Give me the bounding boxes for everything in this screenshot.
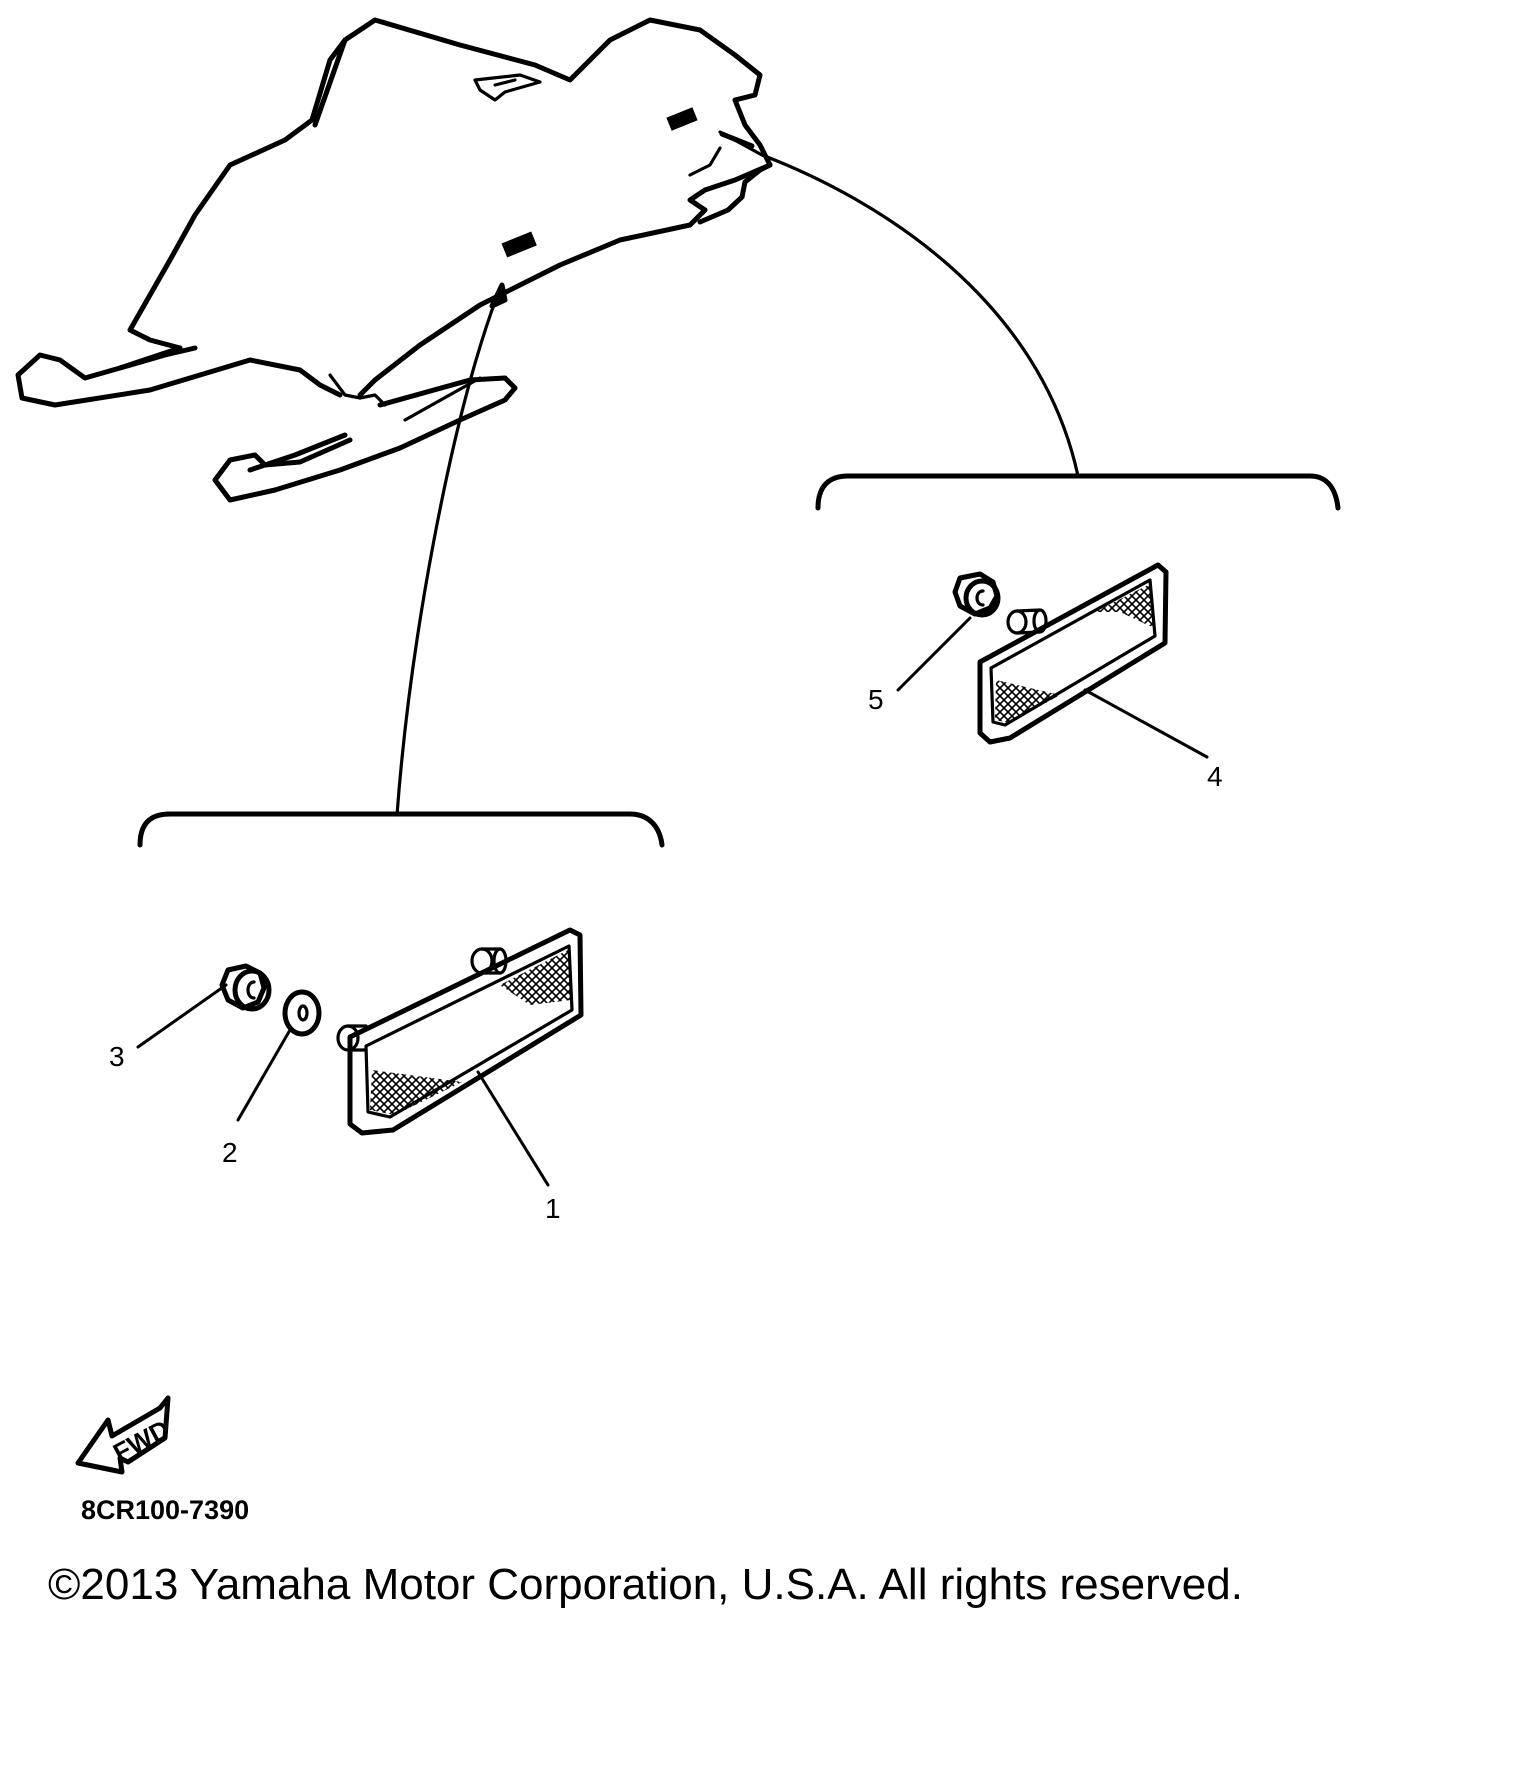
snowmobile-outline [15, 17, 773, 503]
callout-4: 4 [1207, 761, 1223, 792]
callout-5: 5 [868, 684, 884, 715]
callout-2: 2 [222, 1137, 238, 1168]
callout-1: 1 [545, 1193, 561, 1224]
leader-lines [395, 130, 1080, 817]
bracket-rear-reflector [815, 473, 1341, 511]
diagram-part-code: 8CR100-7390 [81, 1495, 250, 1525]
callout-leaders [136, 616, 1209, 1187]
callout-3: 3 [109, 1041, 125, 1072]
reflector-side-icon [336, 927, 584, 1136]
reflector-rear-icon [977, 562, 1169, 745]
forward-arrow-icon: FWD [75, 1395, 174, 1475]
flange-nut-rear-icon [952, 571, 1001, 618]
bracket-side-reflector [137, 811, 665, 848]
washer-icon [282, 989, 322, 1037]
copyright-notice: ©2013 Yamaha Motor Corporation, U.S.A. A… [48, 1560, 1243, 1609]
flange-nut-side-icon [219, 963, 272, 1012]
